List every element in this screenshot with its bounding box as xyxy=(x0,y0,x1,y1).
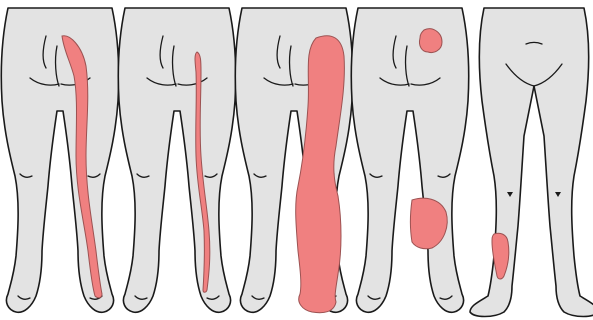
legs-back-view-2 xyxy=(118,8,236,312)
panel-3 xyxy=(235,8,353,313)
legs-back-view-1 xyxy=(1,8,119,312)
panel-1 xyxy=(1,8,119,312)
panel-5 xyxy=(470,8,593,317)
legs-back-view-4 xyxy=(351,8,469,312)
pain-region-buttock-spot xyxy=(419,29,442,53)
legs-front-view-5 xyxy=(470,8,593,317)
panel-2 xyxy=(118,8,236,312)
panel-4 xyxy=(351,8,469,312)
